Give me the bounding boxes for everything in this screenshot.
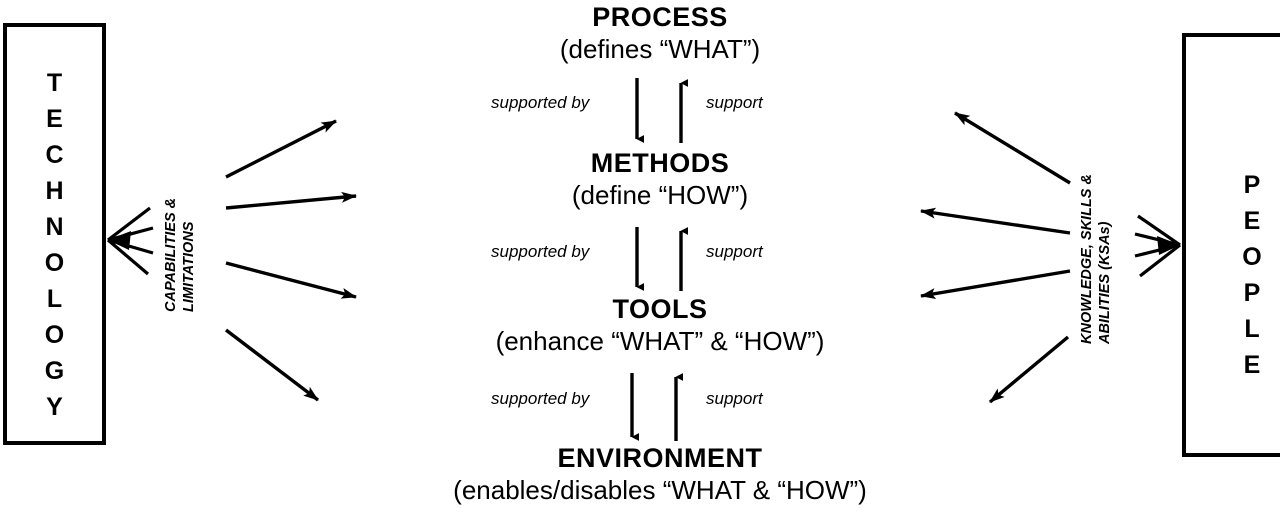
node-methods-subtitle: (define “HOW”) bbox=[571, 180, 749, 210]
converge-line-tech-4 bbox=[106, 238, 150, 276]
technology-letter: O bbox=[44, 249, 65, 277]
converge-line-tech-2 bbox=[107, 226, 154, 242]
converge-line-people-4 bbox=[1139, 243, 1181, 278]
people-box: P E O P L E bbox=[1182, 33, 1280, 457]
people-letter: E bbox=[1243, 207, 1261, 235]
center-arrows bbox=[630, 78, 689, 441]
technology-letter: E bbox=[46, 105, 63, 133]
converge-arrowhead-tech bbox=[108, 231, 131, 250]
technology-letter: H bbox=[45, 177, 64, 205]
people-letter: O bbox=[1242, 243, 1262, 271]
technology-fanout-arrows bbox=[224, 119, 357, 402]
people-letter: L bbox=[1244, 315, 1260, 343]
capabilities-limitations-label: CAPABILITIES & LIMITATIONS bbox=[162, 198, 198, 312]
converge-line-tech-1 bbox=[107, 206, 151, 242]
relation-label-support-2: support bbox=[706, 242, 763, 261]
node-environment-title: ENVIRONMENT bbox=[557, 443, 763, 473]
converge-line-people-2 bbox=[1134, 232, 1181, 247]
node-methods: METHODS (define “HOW”) bbox=[360, 148, 960, 211]
capabilities-label-line2: LIMITATIONS bbox=[181, 221, 197, 312]
fanout-arrow-tech-2 bbox=[225, 191, 357, 210]
converge-arrowhead-people bbox=[1157, 236, 1180, 255]
node-process-subtitle: (defines “WHAT”) bbox=[559, 34, 761, 64]
technology-letter: C bbox=[45, 141, 64, 169]
people-convergence-arrows bbox=[1134, 214, 1181, 278]
relation-label-support-3: support bbox=[706, 389, 763, 408]
people-letter: E bbox=[1243, 351, 1261, 379]
people-letter: P bbox=[1243, 171, 1261, 199]
technology-box: T E C H N O L O G Y bbox=[3, 23, 106, 445]
fanout-arrow-tech-1 bbox=[225, 119, 337, 179]
fanout-arrow-people-4 bbox=[988, 335, 1070, 404]
fanout-arrow-people-1 bbox=[954, 111, 1071, 185]
node-tools-subtitle: (enhance “WHAT” & “HOW”) bbox=[495, 326, 825, 356]
converge-line-people-1 bbox=[1137, 214, 1181, 247]
node-tools: TOOLS (enhance “WHAT” & “HOW”) bbox=[360, 294, 960, 357]
relation-label-support-1: support bbox=[706, 93, 763, 112]
converge-line-tech-3 bbox=[107, 238, 154, 255]
relation-label-supported-by-3: supported by bbox=[491, 389, 590, 408]
node-tools-title: TOOLS bbox=[612, 294, 708, 324]
node-environment: ENVIRONMENT (enables/disables “WHAT & “H… bbox=[360, 443, 960, 506]
node-methods-title: METHODS bbox=[590, 148, 730, 178]
technology-letter: G bbox=[44, 357, 65, 385]
capabilities-label-line1: CAPABILITIES & bbox=[163, 197, 179, 312]
technology-letter: T bbox=[46, 69, 63, 97]
node-process-title: PROCESS bbox=[592, 2, 728, 32]
technology-convergence-arrows bbox=[106, 206, 154, 276]
people-letter: P bbox=[1243, 279, 1261, 307]
fanout-arrow-people-2 bbox=[920, 207, 1071, 235]
fanout-arrow-tech-3 bbox=[225, 261, 357, 299]
technology-letter: Y bbox=[46, 393, 63, 421]
ksa-label-line1: KNOWLEDGE, SKILLS & bbox=[1079, 174, 1095, 344]
technology-letter: L bbox=[46, 285, 63, 313]
converge-line-people-3 bbox=[1134, 243, 1181, 258]
fanout-arrow-tech-4 bbox=[224, 328, 320, 402]
people-label: P E O P L E bbox=[1186, 167, 1280, 383]
technology-letter: N bbox=[45, 213, 64, 241]
knowledge-skills-abilities-label: KNOWLEDGE, SKILLS & ABILITIES (KSAs) bbox=[1078, 174, 1114, 344]
node-process: PROCESS (defines “WHAT”) bbox=[360, 2, 960, 65]
ksa-label-line2: ABILITIES (KSAs) bbox=[1097, 221, 1113, 344]
relation-label-supported-by-2: supported by bbox=[491, 242, 590, 261]
technology-label: T E C H N O L O G Y bbox=[7, 65, 102, 425]
technology-letter: O bbox=[44, 321, 65, 349]
node-environment-subtitle: (enables/disables “WHAT & “HOW”) bbox=[453, 475, 867, 505]
fanout-arrow-people-3 bbox=[920, 269, 1071, 300]
relation-label-supported-by-1: supported by bbox=[491, 93, 590, 112]
